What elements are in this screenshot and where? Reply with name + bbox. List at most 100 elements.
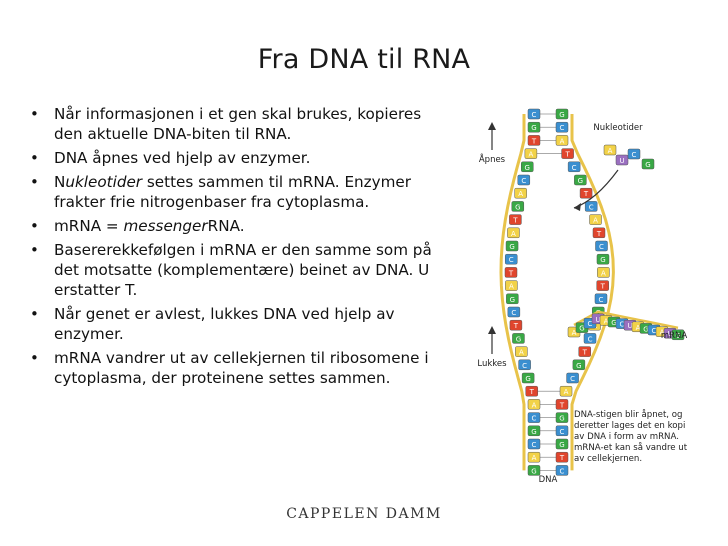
bullet-item: •Nukleotider settes sammen til mRNA. Enz…	[30, 172, 450, 212]
dna-left-base: A	[505, 280, 518, 291]
base-tile	[505, 240, 519, 252]
dna-strand-left	[499, 114, 526, 471]
base-tile	[527, 121, 541, 133]
figure-caption: DNA-stigen blir åpnet, og deretter lages…	[574, 410, 688, 464]
base-tile	[615, 154, 629, 166]
base-tile	[517, 174, 531, 186]
dna-right-base: T	[579, 187, 593, 199]
base-tile	[527, 438, 541, 450]
base-letter: G	[525, 164, 530, 172]
dna-left-base: G	[506, 293, 519, 305]
base-tile	[527, 399, 541, 410]
bullet-list: •Når informasjonen i et gen skal brukes,…	[30, 104, 450, 392]
dna-right-base: G	[574, 174, 587, 186]
base-letter: G	[645, 161, 650, 169]
base-letter: U	[619, 157, 624, 165]
up-arrow-icon	[488, 326, 496, 334]
arrowhead-icon	[574, 203, 581, 211]
base-letter: C	[532, 441, 537, 449]
dna-right-base: G	[572, 359, 586, 371]
dna-figure: CGGCTAATGCCGATGCTAATGCCGTAATGCCGTAGCATCG…	[470, 100, 696, 484]
base-letter: C	[521, 177, 526, 185]
base-letter: T	[559, 454, 565, 462]
base-letter: A	[532, 401, 537, 409]
dna-right-base: C	[595, 240, 608, 252]
base-letter: A	[519, 349, 524, 357]
bullet-text: Når genet er avlest, lukkes DNA ved hjel…	[54, 305, 395, 343]
base-letter: G	[675, 332, 680, 340]
base-letter: A	[518, 190, 523, 198]
base-letter: U	[595, 316, 600, 324]
bullet-dot: •	[30, 173, 39, 191]
base-letter: A	[604, 317, 609, 325]
dna-right-base: T	[561, 148, 574, 159]
base-tile	[671, 329, 685, 341]
base-letter: C	[588, 320, 593, 328]
base-letter: T	[513, 322, 519, 330]
dna-left-base: G	[527, 121, 541, 133]
base-tile	[596, 280, 609, 291]
publisher-logo: CAPPELEN DAMM	[286, 506, 442, 522]
dna-strand-right	[570, 114, 615, 471]
mrna-strand	[573, 310, 679, 330]
dna-right-base: T	[596, 280, 609, 291]
bullet-item: •Når informasjonen i et gen skal brukes,…	[30, 104, 450, 144]
base-letter: T	[596, 230, 602, 238]
base-letter: G	[579, 325, 584, 333]
base-letter: A	[560, 137, 565, 145]
base-letter: C	[599, 243, 604, 251]
base-letter: A	[660, 329, 665, 337]
bullet-dot: •	[30, 241, 39, 259]
dna-left-base: C	[527, 108, 541, 120]
slide-title: Fra DNA til RNA	[257, 44, 471, 75]
base-tile	[578, 346, 591, 357]
dna-left-base: G	[527, 425, 541, 437]
base-letter: C	[560, 467, 565, 475]
base-tile	[584, 201, 598, 212]
mrna-base: G	[671, 329, 685, 341]
dna-left-base: A	[514, 187, 527, 199]
base-tile	[592, 227, 606, 239]
dna-left-base: G	[505, 240, 519, 252]
base-letter: G	[559, 111, 564, 119]
base-tile	[555, 399, 569, 410]
bullet-text: mRNA =	[54, 217, 124, 235]
base-letter: G	[600, 256, 605, 264]
base-tile	[555, 438, 569, 450]
base-tile	[555, 425, 569, 437]
base-letter: U	[627, 322, 632, 330]
dna-right-base: C	[594, 293, 608, 305]
base-tile	[512, 333, 525, 344]
base-letter: T	[508, 269, 514, 277]
base-tile	[521, 372, 535, 384]
bullet-text: N	[54, 173, 66, 191]
base-tile	[555, 465, 569, 476]
dna-left-base: G	[511, 201, 525, 212]
base-letter: G	[611, 319, 616, 327]
dna-left-base: G	[512, 333, 525, 344]
base-tile	[566, 372, 579, 384]
dna-left-base: G	[521, 161, 534, 173]
base-letter: C	[532, 111, 537, 119]
base-letter: G	[509, 243, 514, 251]
dna-left-base: T	[527, 135, 541, 146]
base-letter: A	[608, 147, 613, 155]
base-letter: C	[522, 362, 527, 370]
base-letter: T	[564, 151, 570, 159]
dna-left-base: A	[524, 148, 538, 159]
base-tile	[561, 148, 574, 159]
base-tile	[527, 135, 541, 146]
dna-right-base: C	[566, 372, 579, 384]
dna-left-base: T	[509, 214, 522, 225]
dna-right-base: C	[555, 425, 569, 437]
base-letter: C	[599, 296, 604, 304]
label-dna: DNA	[539, 475, 558, 484]
base-letter: T	[531, 137, 537, 145]
bullet-item: •Når genet er avlest, lukkes DNA ved hje…	[30, 304, 450, 344]
base-tile	[579, 187, 593, 199]
base-letter: A	[636, 324, 641, 332]
base-tile	[524, 148, 538, 159]
base-tile	[525, 385, 539, 397]
base-letter: C	[652, 327, 657, 335]
dna-left-base: G	[527, 465, 541, 476]
